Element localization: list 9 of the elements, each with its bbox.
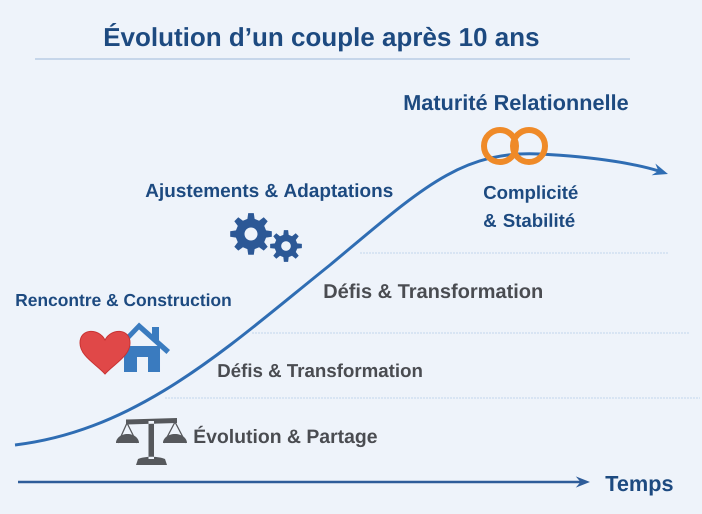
stage-label: Complicité & Stabilité xyxy=(484,185,578,228)
title: Évolution d’un couple après 10 ans xyxy=(104,22,538,52)
stage-label: Ajustements & Adaptations xyxy=(146,183,392,201)
axis-label: Temps xyxy=(605,476,673,496)
stage-label: Défis & Transformation xyxy=(218,363,422,378)
stage-label: Évolution & Partage xyxy=(194,426,377,448)
stage-label: Rencontre & Construction xyxy=(16,293,231,306)
stage-label: Maturité Relationnelle xyxy=(404,94,628,110)
stage-label: Défis & Transformation xyxy=(324,283,542,298)
